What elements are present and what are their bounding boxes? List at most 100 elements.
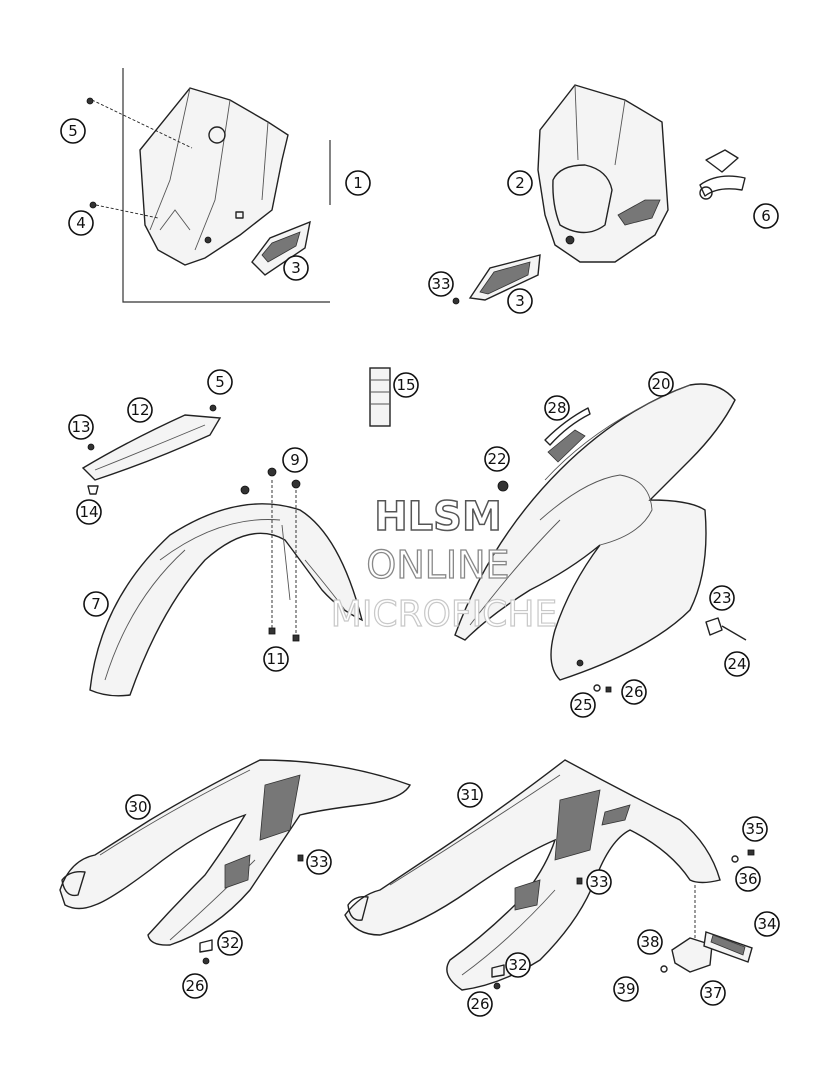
callout-number: 33 <box>309 853 328 871</box>
callout-6: 6 <box>753 203 779 229</box>
callout-number: 32 <box>220 934 239 952</box>
callout-number: 28 <box>547 399 566 417</box>
callout-number: 2 <box>515 174 525 192</box>
watermark-line-3: MICROFICHE <box>331 594 557 635</box>
callout-number: 39 <box>616 980 635 998</box>
callout-number: 5 <box>215 373 225 391</box>
callout-number: 35 <box>745 820 764 838</box>
callout-11: 11 <box>263 646 289 672</box>
callout-7: 7 <box>83 591 109 617</box>
callout-20: 20 <box>648 371 674 397</box>
callout-circle <box>484 446 510 472</box>
callout-number: 34 <box>757 915 776 933</box>
callout-number: 22 <box>487 450 506 468</box>
callout-circle <box>648 371 674 397</box>
callout-circle <box>207 369 233 395</box>
callout-number: 33 <box>589 873 608 891</box>
callout-circle <box>127 397 153 423</box>
callout-number: 31 <box>460 786 479 804</box>
callout-9: 9 <box>282 447 308 473</box>
callout-circle <box>457 782 483 808</box>
callout-number: 1 <box>353 174 363 192</box>
callout-3: 3 <box>283 255 309 281</box>
callout-36: 36 <box>735 866 761 892</box>
callout-circle <box>60 118 86 144</box>
callout-37: 37 <box>700 980 726 1006</box>
callout-number: 26 <box>185 977 204 995</box>
callout-circle <box>217 930 243 956</box>
side-panel-assembly <box>454 383 747 693</box>
callout-circle <box>724 651 750 677</box>
callout-number: 11 <box>266 650 285 668</box>
headlight-mask-assembly <box>86 68 331 303</box>
callout-2: 2 <box>507 170 533 196</box>
callout-number: 20 <box>651 375 670 393</box>
callout-circle <box>428 271 454 297</box>
watermark: HLSM ONLINE MICROFICHE <box>330 493 558 635</box>
callout-24: 24 <box>724 651 750 677</box>
callout-circle <box>182 973 208 999</box>
callout-5: 5 <box>60 118 86 144</box>
callout-number: 3 <box>291 259 301 277</box>
callout-number: 6 <box>761 207 771 225</box>
callout-circle <box>544 395 570 421</box>
callout-circle <box>700 980 726 1006</box>
callout-number: 24 <box>727 655 746 673</box>
callout-13: 13 <box>68 414 94 440</box>
callout-circle <box>263 646 289 672</box>
callout-32: 32 <box>217 930 243 956</box>
callout-circle <box>507 288 533 314</box>
callout-34: 34 <box>754 911 780 937</box>
callout-25: 25 <box>570 692 596 718</box>
number-plate-assembly <box>452 84 746 305</box>
callout-22: 22 <box>484 446 510 472</box>
callout-circle <box>742 816 768 842</box>
callout-33: 33 <box>428 271 454 297</box>
callout-circle <box>709 585 735 611</box>
callout-35: 35 <box>742 816 768 842</box>
callout-circle <box>570 692 596 718</box>
callout-26: 26 <box>621 679 647 705</box>
callout-number: 12 <box>130 401 149 419</box>
callout-5: 5 <box>207 369 233 395</box>
callout-31: 31 <box>457 782 483 808</box>
rear-fender-30-assembly <box>59 759 412 965</box>
watermark-line-1: HLSM <box>374 494 502 540</box>
callout-26: 26 <box>467 991 493 1017</box>
callout-28: 28 <box>544 395 570 421</box>
callout-circle <box>754 911 780 937</box>
callout-14: 14 <box>76 499 102 525</box>
callout-39: 39 <box>613 976 639 1002</box>
callout-circle <box>345 170 371 196</box>
callout-circle <box>467 991 493 1017</box>
callout-number: 25 <box>573 696 592 714</box>
callout-number: 4 <box>76 214 86 232</box>
callout-4: 4 <box>68 210 94 236</box>
callout-circle <box>507 170 533 196</box>
callout-number: 26 <box>624 683 643 701</box>
front-fender-assembly <box>81 367 391 697</box>
watermark-line-2: ONLINE <box>366 543 509 587</box>
callout-1: 1 <box>345 170 371 196</box>
callout-circle <box>613 976 639 1002</box>
callout-circle <box>637 929 663 955</box>
callout-number: 15 <box>396 376 415 394</box>
callout-circle <box>83 591 109 617</box>
callout-number: 13 <box>71 418 90 436</box>
callout-circle <box>505 952 531 978</box>
callout-number: 33 <box>431 275 450 293</box>
callout-circle <box>68 210 94 236</box>
callout-number: 36 <box>738 870 757 888</box>
callout-number: 30 <box>128 798 147 816</box>
callout-circle <box>735 866 761 892</box>
callout-number: 32 <box>508 956 527 974</box>
callout-number: 37 <box>703 984 722 1002</box>
callout-circle <box>621 679 647 705</box>
callout-15: 15 <box>393 372 419 398</box>
callout-23: 23 <box>709 585 735 611</box>
callout-number: 7 <box>91 595 101 613</box>
callout-number: 9 <box>290 451 300 469</box>
callout-30: 30 <box>125 794 151 820</box>
